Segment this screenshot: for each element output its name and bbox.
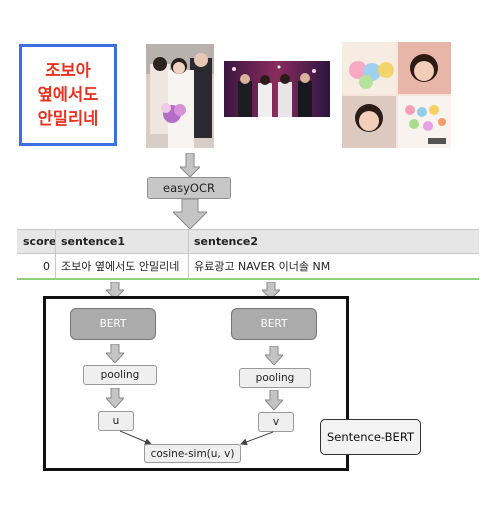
arrow-pooling-left-to-u: [106, 388, 124, 408]
arrow-photo-to-ocr: [180, 153, 200, 178]
vector-v-label: v: [272, 416, 280, 428]
sentence-pair-table: score sentence1 sentence2 0 조보아 옆에서도 안밀리…: [17, 229, 479, 280]
photo-stage-group: [224, 61, 330, 117]
cell-sentence2: 유료광고 NAVER 이너솔 NM: [188, 254, 479, 278]
column-header-score: score: [23, 235, 57, 248]
cosine-similarity: cosine-sim(u, v): [144, 444, 241, 463]
cell-sentence1: 조보아 옆에서도 안밀리네: [55, 254, 188, 278]
vector-u-label: u: [112, 415, 120, 427]
bert-left: BERT: [70, 308, 156, 340]
bert-right: BERT: [231, 308, 317, 340]
arrow-bert-left-to-pooling: [106, 344, 124, 363]
sentence-bert-label-box: Sentence-BERT: [320, 419, 421, 455]
photo-award-ceremony: [146, 44, 214, 148]
sentence-bert-label: Sentence-BERT: [326, 430, 414, 444]
model-frame: [43, 296, 349, 471]
pooling-left: pooling: [83, 365, 157, 385]
arrow-sentence1-to-model: [106, 282, 124, 299]
pooling-right-label: pooling: [255, 372, 295, 384]
vector-v: v: [258, 412, 294, 432]
title-card: 조보아 옆에서도 안밀리네: [19, 44, 117, 146]
arrow-pooling-right-to-v: [265, 390, 283, 410]
column-header-sentence1-text: sentence1: [61, 235, 126, 248]
pooling-left-label: pooling: [100, 369, 140, 381]
title-card-text: 조보아 옆에서도 안밀리네: [37, 61, 99, 128]
cosine-similarity-label: cosine-sim(u, v): [150, 447, 235, 460]
pooling-right: pooling: [239, 368, 311, 388]
column-header-sentence1: sentence1: [55, 230, 188, 253]
easyocr-label: easyOCR: [163, 181, 215, 195]
arrow-bert-right-to-pooling: [265, 346, 283, 365]
table-header: score sentence1 sentence2: [17, 229, 479, 254]
bert-left-label: BERT: [99, 318, 127, 330]
cell-score: 0: [43, 259, 50, 273]
arrow-sentence2-to-model: [262, 282, 280, 299]
bert-right-label: BERT: [260, 318, 288, 330]
cell-sentence2-text: 유료광고 NAVER 이너솔 NM: [194, 260, 331, 273]
vector-u: u: [98, 411, 134, 431]
cell-sentence1-text: 조보아 옆에서도 안밀리네: [61, 260, 180, 273]
table-row: 0 조보아 옆에서도 안밀리네 유료광고 NAVER 이너솔 NM: [17, 254, 479, 280]
column-header-sentence2: sentence2: [188, 230, 479, 253]
photo-collage: [342, 42, 451, 148]
column-header-sentence2-text: sentence2: [194, 235, 259, 248]
arrow-ocr-to-table: [173, 199, 207, 229]
